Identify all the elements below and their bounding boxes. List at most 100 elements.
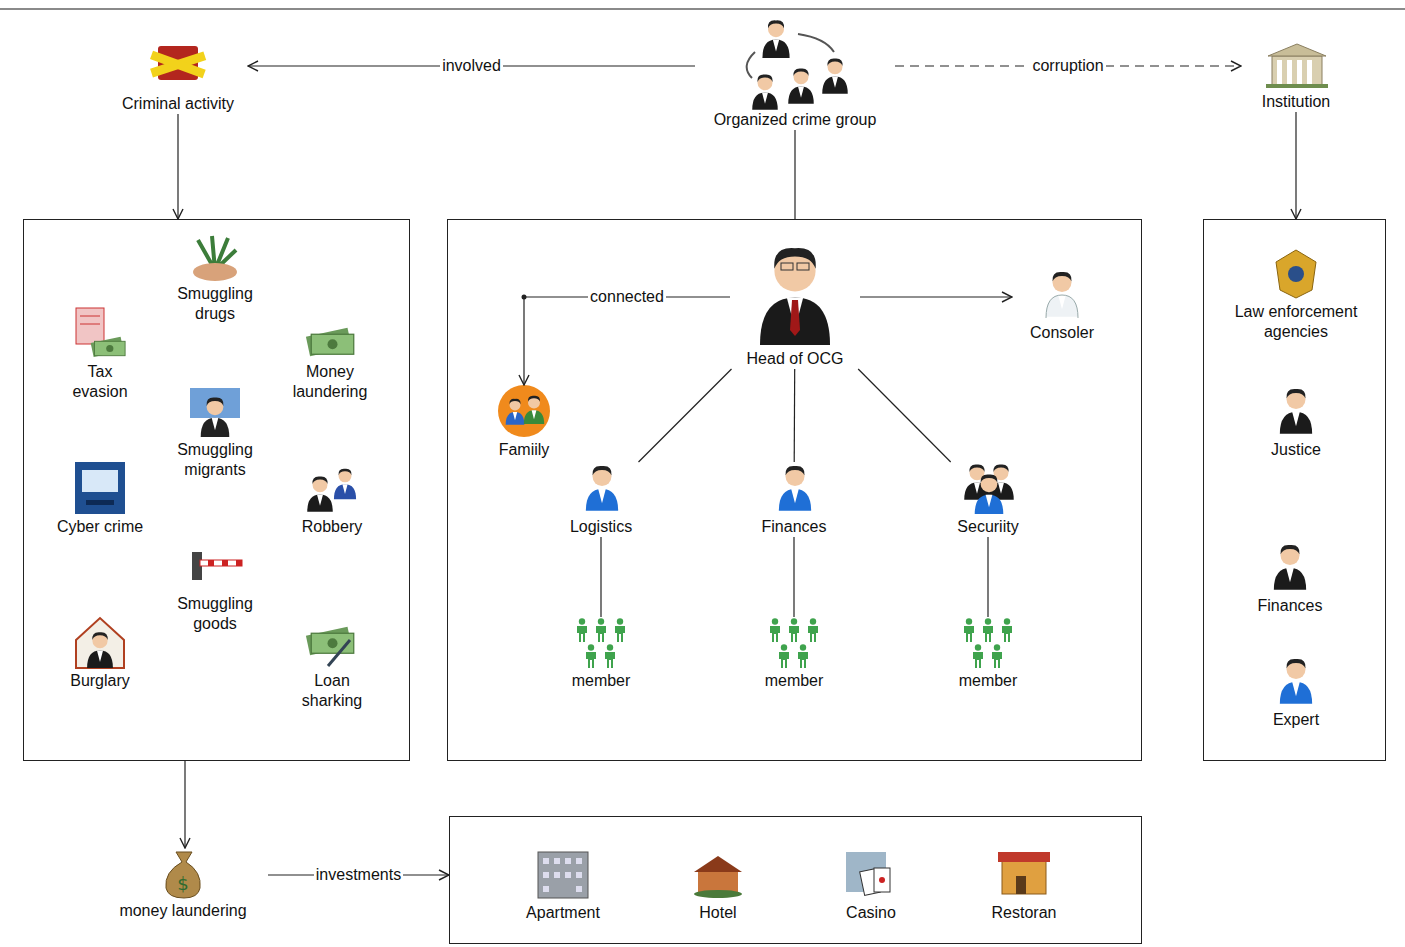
node-label: Cyber crime [40, 517, 160, 537]
node-label: Apartment [513, 903, 613, 923]
institution-icon [1266, 44, 1328, 88]
tax-icon [76, 308, 125, 357]
node-label: Organized crime group [695, 110, 895, 130]
atm-icon [75, 462, 125, 514]
node-label: Justice [1251, 440, 1341, 460]
icon-node: Law enforcement agencies [1221, 250, 1371, 342]
connector [524, 297, 730, 385]
icon-node: Apartment [513, 848, 613, 923]
justice-icon [1280, 389, 1312, 434]
node-label: Expert [1251, 710, 1341, 730]
icon-node: Robbery [287, 465, 377, 537]
group-box: Head of OCG Famiily ConsolerLogistics Finan… [447, 219, 1142, 761]
icon-node: member [561, 617, 641, 691]
node-label: Securiity [943, 517, 1033, 537]
ocg-icon [747, 20, 848, 109]
node-label: Tax evasion [60, 362, 140, 402]
connector [793, 537, 794, 617]
node-label: Consoler [1012, 323, 1112, 343]
icon-node: Securiity [943, 462, 1033, 537]
logistics-icon [586, 466, 618, 511]
icon-node: Finances [1245, 540, 1335, 616]
migrants-icon [190, 388, 240, 437]
group-box: Smuggling drugsTax evasion Money launderi… [23, 219, 410, 761]
node-label: Casino [831, 903, 911, 923]
node-label: Smuggling migrants [163, 440, 267, 480]
node-label: Smuggling goods [163, 594, 267, 634]
node-label: member [948, 671, 1028, 691]
node-label: Head of OCG [730, 349, 860, 369]
top-rule [0, 8, 1405, 10]
node-label: Criminal activity [108, 94, 248, 114]
icon-node: Logistics [556, 462, 646, 537]
icon-node: Tax evasion [60, 308, 140, 402]
group-box: Law enforcement agenciesJusticeFinancesE… [1203, 219, 1386, 761]
node-label: member [754, 671, 834, 691]
icon-node: Smuggling drugs [163, 232, 267, 324]
family-icon [498, 385, 550, 437]
hotel-icon [694, 856, 742, 898]
icon-node: Expert [1251, 655, 1341, 730]
icon-node: Cyber crime [40, 462, 160, 537]
connector [858, 369, 951, 462]
head-icon [760, 248, 830, 345]
edge-label: involved [440, 57, 503, 75]
junction-dot [522, 295, 527, 300]
icon-node: Finances [749, 462, 839, 537]
node-label: Burglary [55, 671, 145, 691]
node-label: Law enforcement agencies [1221, 302, 1371, 342]
node-label: Institution [1241, 92, 1351, 112]
connector [639, 369, 732, 462]
node-label: Restoran [979, 903, 1069, 923]
finance-expert-icon [1274, 545, 1306, 590]
drugs-icon [193, 236, 237, 281]
restaurant-icon [998, 852, 1050, 894]
connector [600, 537, 601, 617]
barrier-icon [192, 552, 242, 580]
consoler-icon [1046, 272, 1078, 318]
edge-label: investments [314, 866, 403, 884]
node-label: money laundering [98, 901, 268, 921]
expert-icon [1280, 659, 1312, 704]
icon-node: Justice [1251, 385, 1341, 460]
money-icon [306, 328, 354, 356]
node-label: Logistics [556, 517, 646, 537]
icon-node: member [754, 617, 834, 691]
node-label: Loan sharking [287, 671, 377, 711]
connector [860, 296, 1012, 297]
robbery-icon [307, 469, 356, 512]
node-label: member [561, 671, 641, 691]
icon-node: Burglary [55, 615, 145, 691]
connector [794, 130, 795, 219]
icon-node: Criminal activity [108, 42, 248, 114]
node-label: Famiily [479, 440, 569, 460]
connector [987, 537, 988, 617]
group-box: Apartment Hotel Casino Restoran [449, 816, 1142, 944]
member-icons [577, 618, 1012, 668]
icon-node: Famiily [479, 385, 569, 460]
icon-node: Organized crime group [695, 18, 895, 130]
icon-node: Restoran [979, 848, 1069, 923]
node-label: Finances [1245, 596, 1335, 616]
connector [794, 369, 796, 462]
edge-label: connected [588, 288, 666, 306]
badge-icon [1276, 250, 1316, 298]
icon-node: Money laundering [275, 318, 385, 402]
icon-node: Smuggling goods [163, 548, 267, 634]
icon-node: Hotel [678, 848, 758, 923]
loan-icon [306, 627, 354, 666]
finances-icon [779, 466, 811, 511]
icon-node: Consoler [1012, 268, 1112, 343]
apartment-icon [538, 852, 588, 898]
dollar-glyph: $ [177, 873, 188, 894]
icon-node: Institution [1241, 42, 1351, 112]
edge-label: corruption [1030, 57, 1105, 75]
connector [184, 761, 185, 848]
node-label: Robbery [287, 517, 377, 537]
node-label: Hotel [678, 903, 758, 923]
icon-node: Casino [831, 848, 911, 923]
icon-node: money laundering [98, 848, 268, 921]
casino-icon [846, 852, 890, 895]
icon-node: Loan sharking [287, 618, 377, 711]
